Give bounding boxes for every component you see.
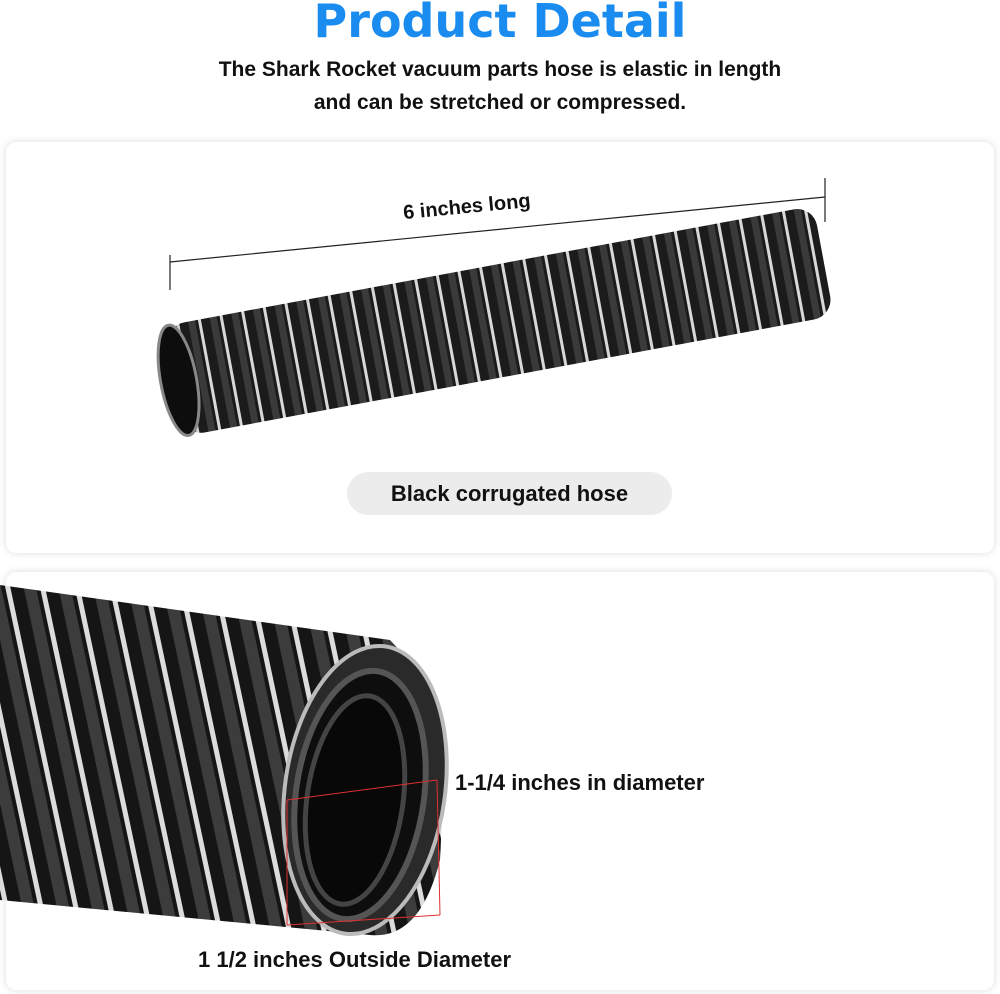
subtitle-line-2: and can be stretched or compressed.: [313, 91, 687, 114]
hose-short: [156, 209, 831, 437]
page-title: Product Detail: [313, 0, 687, 48]
diameter-measure-lines: [286, 779, 441, 926]
outer-diameter-label: 1 1/2 inches Outside Diameter: [198, 947, 512, 972]
subtitle-line-1: The Shark Rocket vacuum parts hose is el…: [218, 58, 782, 81]
length-dimension-line: [169, 178, 826, 290]
inner-diameter-label: 1-1/4 inches in diameter: [455, 770, 705, 795]
hose-closeup: [0, 585, 449, 937]
hose-caption-pill: Black corrugated hose: [347, 472, 672, 515]
